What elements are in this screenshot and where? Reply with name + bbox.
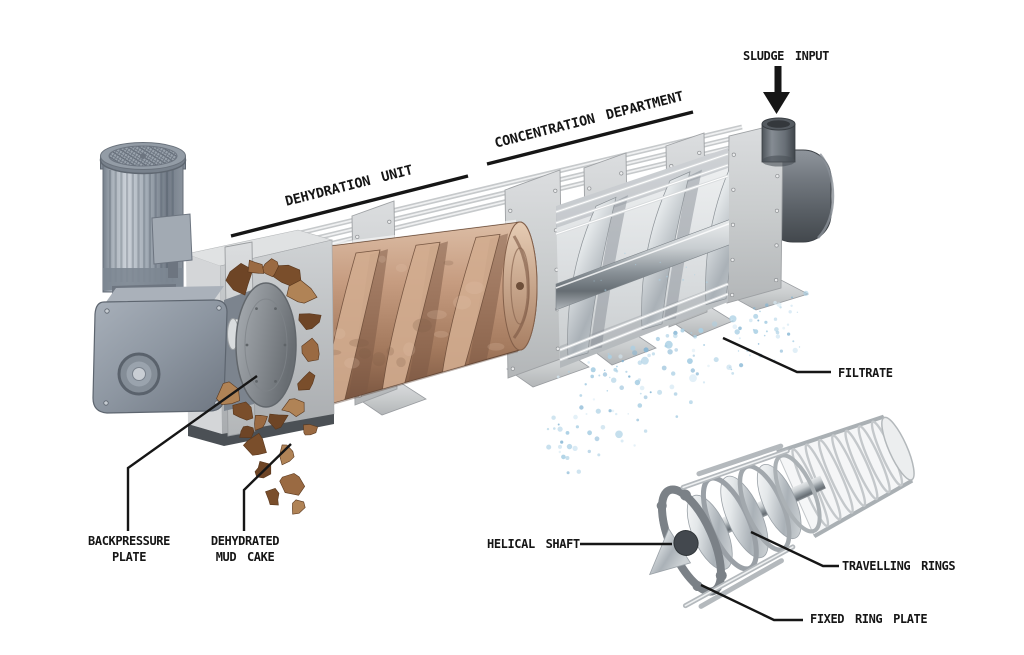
filtrate-spray bbox=[546, 252, 809, 475]
label-mudcake-line2: MUD CAKE bbox=[215, 550, 275, 564]
concentration-screw bbox=[555, 148, 729, 368]
label-backpressure-line2: PLATE bbox=[111, 550, 147, 564]
leader-lines bbox=[126, 66, 839, 622]
concentration-underline bbox=[486, 110, 694, 166]
backpressure-leader bbox=[126, 375, 258, 531]
label-helical-shaft: HELICAL SHAFT bbox=[487, 537, 580, 551]
label-fixed-ring-plate: FIXED RING PLATE bbox=[810, 612, 928, 626]
sludge-inlet-pipe bbox=[761, 117, 796, 167]
label-sludge-input: SLUDGE INPUT bbox=[743, 49, 829, 63]
filtrate-leader bbox=[722, 336, 831, 374]
dehydration-underline bbox=[230, 174, 469, 238]
mud-cake-chunks bbox=[216, 258, 322, 515]
label-mudcake-line1: DEHYDRATED bbox=[210, 534, 280, 548]
label-filtrate: FILTRATE bbox=[838, 366, 893, 380]
label-backpressure-plate: BACKPRESSURE PLATE bbox=[88, 533, 170, 565]
sludge-input-arrow bbox=[763, 66, 790, 114]
mudcake-leader bbox=[242, 443, 292, 531]
helical-shaft-inset bbox=[648, 414, 915, 609]
label-backpressure-line1: BACKPRESSURE bbox=[88, 534, 170, 548]
fixed-ring-leader bbox=[700, 583, 803, 622]
backpressure-plate-part bbox=[227, 282, 297, 408]
travelling-rings-leader bbox=[750, 530, 839, 568]
label-travelling-rings: TRAVELLING RINGS bbox=[842, 559, 956, 573]
label-dehydrated-mud-cake: DEHYDRATED MUD CAKE bbox=[210, 533, 280, 565]
